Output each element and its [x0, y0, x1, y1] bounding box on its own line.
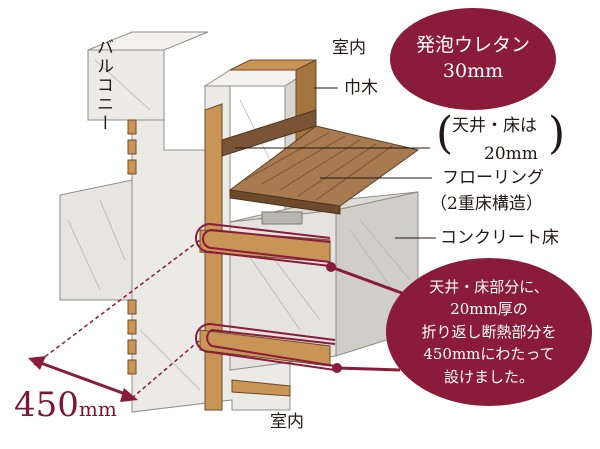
leader-lines: [235, 87, 436, 239]
bubble-line-5: 設けました。: [443, 367, 534, 386]
dimension-arrow: [37, 360, 129, 397]
urethane-title: 発泡ウレタン: [415, 34, 530, 57]
bubble-line-4: 450mmにわたって: [423, 345, 555, 364]
bubble-line-2: 20mm厚の: [450, 300, 528, 319]
dimension-arrowhead-right: [120, 388, 138, 402]
paren-right: ): [548, 108, 566, 159]
flooring-front: [229, 189, 341, 215]
ceiling-floor-line1: 天井・床は: [452, 116, 537, 136]
balcony-label: バルコニー: [93, 38, 113, 133]
urethane-thickness: 30mm: [442, 60, 504, 82]
paren-left: (: [436, 108, 454, 159]
urethane-callout-bubble: 発泡ウレタン 30mm: [390, 8, 556, 110]
dimension-arrowhead-left: [28, 356, 46, 370]
concrete-floor-label: コンクリート床: [440, 228, 559, 248]
dimension-unit: mm: [78, 397, 117, 421]
balcony-slab-front: [87, 49, 165, 121]
wall-insulation-strip: [204, 103, 223, 411]
room-top-label: 室内: [332, 38, 366, 58]
floor-support: [261, 211, 303, 225]
flooring-label: フローリング: [442, 168, 544, 188]
upper-callout-line: [330, 265, 411, 298]
railing-posts: [127, 119, 137, 375]
dimension-guides: [33, 239, 201, 399]
dimension-value: 450: [14, 385, 79, 425]
double-floor-label: （2重床構造）: [430, 194, 543, 214]
bubble-line-1: 天井・床部分に、: [429, 277, 549, 296]
ceiling-floor-line2: 20mm: [484, 144, 538, 164]
ceiling-trim: [231, 379, 291, 397]
baseboard-label: 巾木: [344, 78, 378, 98]
room-bottom-label: 室内: [270, 412, 304, 432]
fold-highlight: [195, 222, 336, 371]
dimension-label: 450mm: [14, 388, 117, 422]
lower-callout-line: [336, 366, 401, 372]
flooring-grain: [244, 131, 393, 201]
bubble-line-3: 折り返し断熱部分を: [421, 322, 557, 341]
fold-insulation-bubble: 天井・床部分に、 20mm厚の 折り返し断熱部分を 450mmにわたって 設けま…: [386, 258, 592, 406]
